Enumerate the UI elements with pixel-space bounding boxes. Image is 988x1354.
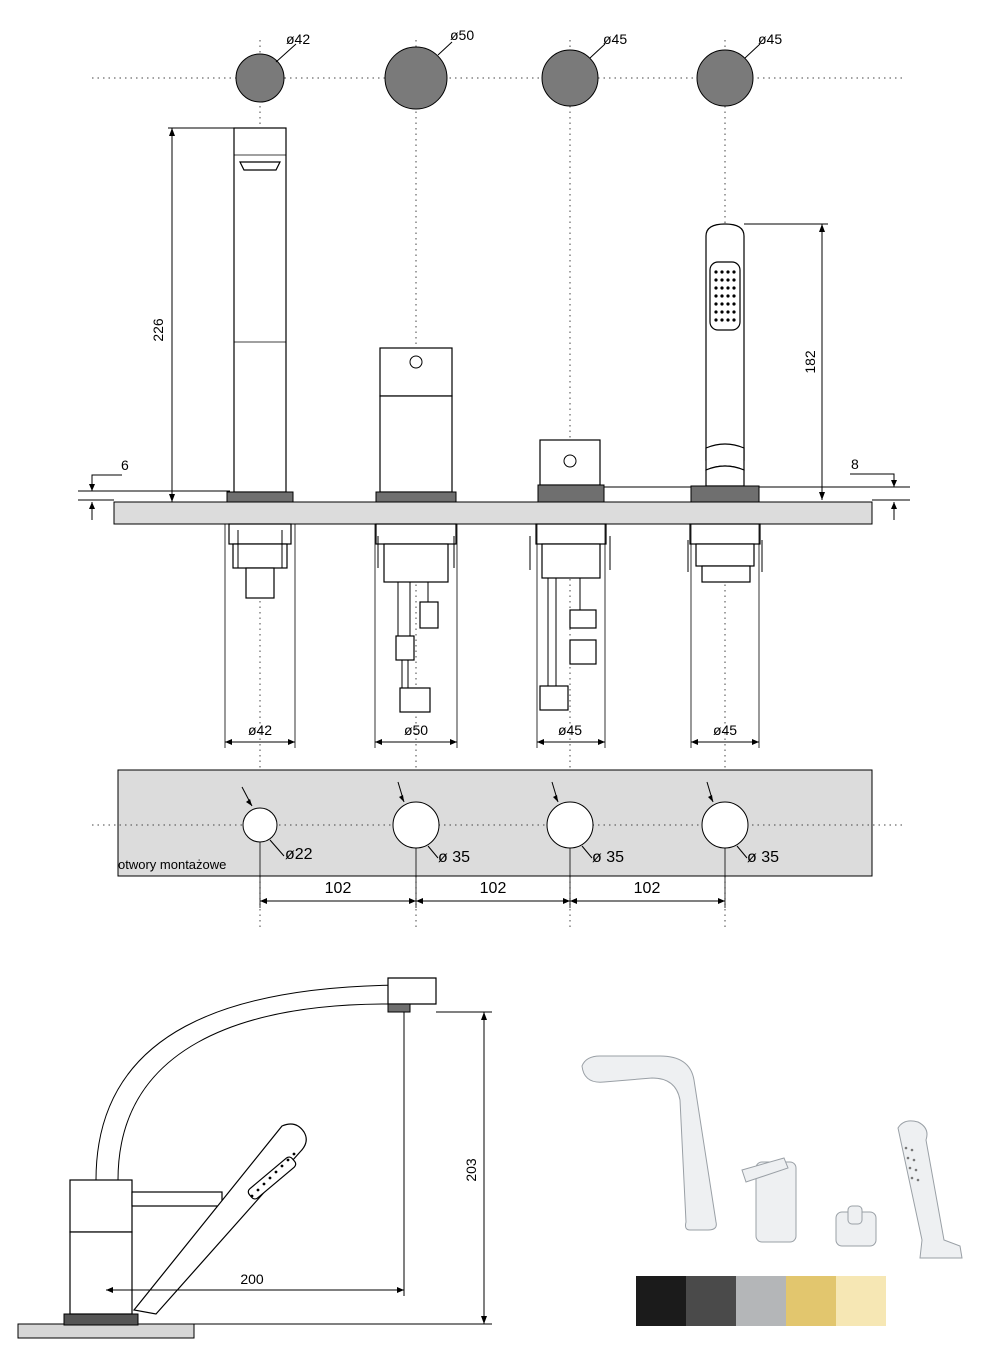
side-deck <box>17 1323 195 1339</box>
base-ring-3 <box>537 484 605 503</box>
hole-diameter-4: ø 35 <box>747 849 779 866</box>
height-handshower-label: 182 <box>802 350 818 374</box>
front-view: 226 182 6 8 ø42 ø50 ø45 <box>78 127 910 748</box>
hole-diameter-3: ø 35 <box>592 849 624 866</box>
side-shower-nozzles <box>250 1152 296 1198</box>
spout-column <box>233 127 287 493</box>
body-diameter-dims <box>224 524 760 748</box>
top-diameter-3: ø45 <box>603 31 627 47</box>
spacing-2: 102 <box>480 880 507 897</box>
hole-3 <box>546 801 594 849</box>
product-render <box>581 1055 963 1326</box>
diverter-knob-dot <box>563 454 577 468</box>
fixing-1 <box>228 523 292 599</box>
shower-ring-2 <box>705 465 745 487</box>
top-disc-1 <box>235 53 285 103</box>
hole-leaders <box>241 781 748 859</box>
body-diameter-3: ø45 <box>558 722 582 738</box>
deck-plate <box>113 501 873 525</box>
leader-3 <box>589 43 606 59</box>
finish-swatch-chrome <box>736 1276 786 1326</box>
top-diameter-1: ø42 <box>286 31 310 47</box>
shower-nozzles <box>714 270 736 322</box>
hole-diameter-2: ø 35 <box>438 849 470 866</box>
finish-swatch-gold <box>786 1276 836 1326</box>
side-reach-label: 200 <box>240 1271 264 1287</box>
base-ring-1 <box>226 491 294 503</box>
hole-4 <box>701 801 749 849</box>
body-diameter-4: ø45 <box>713 722 737 738</box>
spout-arc-inner <box>117 1003 389 1314</box>
top-disc-4 <box>696 49 754 107</box>
spout-outlet <box>239 161 281 171</box>
top-disc-2 <box>384 46 448 110</box>
spout-arc-outer <box>95 984 411 1314</box>
offset-right-label: 8 <box>851 456 859 472</box>
finish-swatch-light-gold <box>836 1276 886 1326</box>
render-nozzles <box>904 1146 920 1182</box>
side-base <box>63 1313 139 1326</box>
spacing-3: 102 <box>634 880 661 897</box>
top-diameter-4: ø45 <box>758 31 782 47</box>
mounting-plate-view: ø22 ø 35 ø 35 ø 35 otwory montażowe 102 … <box>92 769 905 908</box>
leader-2 <box>437 41 453 56</box>
leader-4 <box>744 43 761 59</box>
top-diameter-2: ø50 <box>450 27 474 43</box>
height-spout-label: 226 <box>150 318 166 342</box>
body-diameter-2: ø50 <box>404 722 428 738</box>
spacing-1: 102 <box>325 880 352 897</box>
offset-left-leader <box>91 474 122 491</box>
render-spout <box>581 1055 717 1231</box>
finish-swatch-graphite <box>686 1276 736 1326</box>
side-hand-shower <box>132 1123 307 1315</box>
finish-swatch-black <box>636 1276 686 1326</box>
body-diameter-1: ø42 <box>248 722 272 738</box>
hole-1 <box>242 807 278 843</box>
hole-2 <box>392 801 440 849</box>
base-ring-2 <box>375 491 457 503</box>
fixing-3 <box>529 523 611 711</box>
side-mixer-body <box>69 1179 133 1233</box>
spacing-dims <box>259 842 726 908</box>
spout-aerator <box>387 1003 411 1013</box>
mixer-knob-dot <box>409 355 423 369</box>
mixer-body <box>379 395 453 493</box>
render-hand-shower <box>897 1120 963 1259</box>
offset-right-leader <box>850 473 895 487</box>
base-ring-4 <box>690 485 760 503</box>
top-view: ø42 ø50 ø45 ø45 <box>92 27 905 930</box>
side-shower-face <box>247 1156 297 1200</box>
hole-diameter-1: ø22 <box>285 846 313 863</box>
side-mixer-column <box>69 1231 133 1315</box>
top-disc-3 <box>541 49 599 107</box>
offset-left-label: 6 <box>121 457 129 473</box>
leader-1 <box>275 43 297 63</box>
side-view: 200 203 <box>17 977 492 1339</box>
spout-end <box>387 977 437 1005</box>
fixing-4 <box>687 523 763 583</box>
mixer-handle <box>379 347 453 397</box>
mounting-label: otwory montażowe <box>118 857 226 872</box>
render-diverter-knob <box>847 1205 863 1225</box>
hand-shower <box>705 223 745 461</box>
side-height-label: 203 <box>463 1158 479 1182</box>
hand-shower-head <box>709 261 741 331</box>
side-mixer-lever <box>131 1191 223 1207</box>
render-lever <box>741 1157 789 1183</box>
fixing-2 <box>375 523 457 713</box>
